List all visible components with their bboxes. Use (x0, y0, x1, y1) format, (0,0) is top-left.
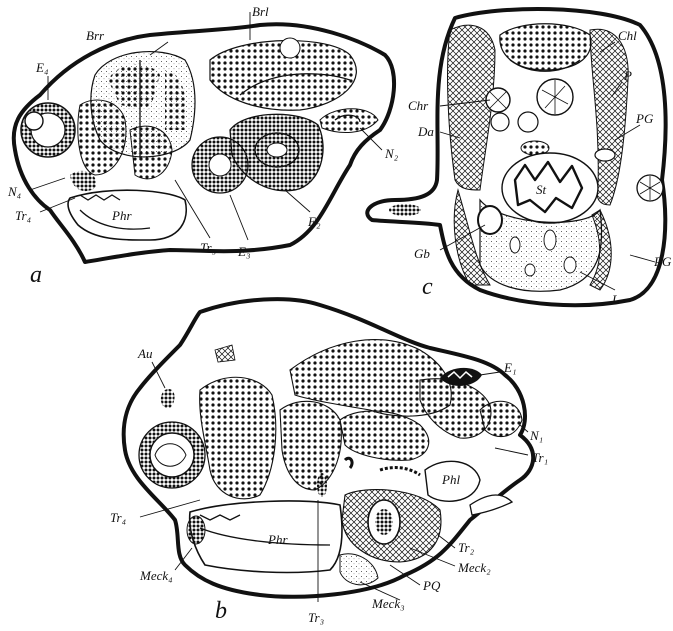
label-N4: N₄ (7, 184, 22, 199)
label-Da: Da (417, 124, 434, 139)
label-Gb: Gb (414, 246, 430, 261)
label-Phr: Phr (111, 208, 132, 223)
label-Tr3: Tr₃ (308, 610, 324, 625)
label-Meck4: Meck₄ (139, 568, 173, 583)
label-E2: E₂ (307, 214, 321, 229)
label-Tr2: Tr₂ (458, 540, 475, 555)
label-Tr4: Tr₄ (15, 208, 32, 223)
label-Brr: Brr (86, 28, 105, 43)
label-Phl: Phl (441, 472, 460, 487)
label-Chl: Chl (618, 28, 637, 43)
panel-letter-b: b (215, 598, 227, 624)
label-PG-lower: PG (653, 254, 672, 269)
label-Tr3: Tr₃ (200, 240, 216, 255)
label-St: St (536, 182, 547, 197)
label-Brl: Brl (252, 4, 269, 19)
label-Phr: Phr (267, 532, 288, 547)
label-E1: E₁ (503, 360, 516, 375)
panel-c-section: Chl P Chr Da PG St Gb PG L c (367, 9, 672, 307)
label-E4: E₄ (35, 60, 49, 75)
label-N2: N₂ (384, 146, 399, 161)
label-Tr4: Tr₄ (110, 510, 127, 525)
label-PG-upper: PG (635, 111, 654, 126)
label-PQ: PQ (422, 578, 441, 593)
panel-a-section: E₄ Brr Brl N₄ Tr₄ Phr Tr₃ E₃ E₂ N₂ a (7, 4, 399, 288)
panel-letter-c: c (422, 274, 433, 300)
panel-letter-a: a (30, 262, 42, 288)
label-L: L (611, 292, 619, 307)
label-Meck3: Meck₃ (371, 596, 405, 611)
label-Au: Au (137, 346, 153, 361)
panel-b-section: Au E₁ N₁ Tr₁ Phl Tr₄ Phr Tr₂ Meck₄ Meck₂… (110, 299, 548, 625)
label-Meck2: Meck₂ (457, 560, 491, 575)
label-N1: N₁ (529, 428, 543, 443)
label-Chr: Chr (408, 98, 429, 113)
label-E3: E₃ (237, 244, 250, 259)
label-P: P (623, 68, 632, 83)
label-Tr1: Tr₁ (532, 450, 548, 465)
